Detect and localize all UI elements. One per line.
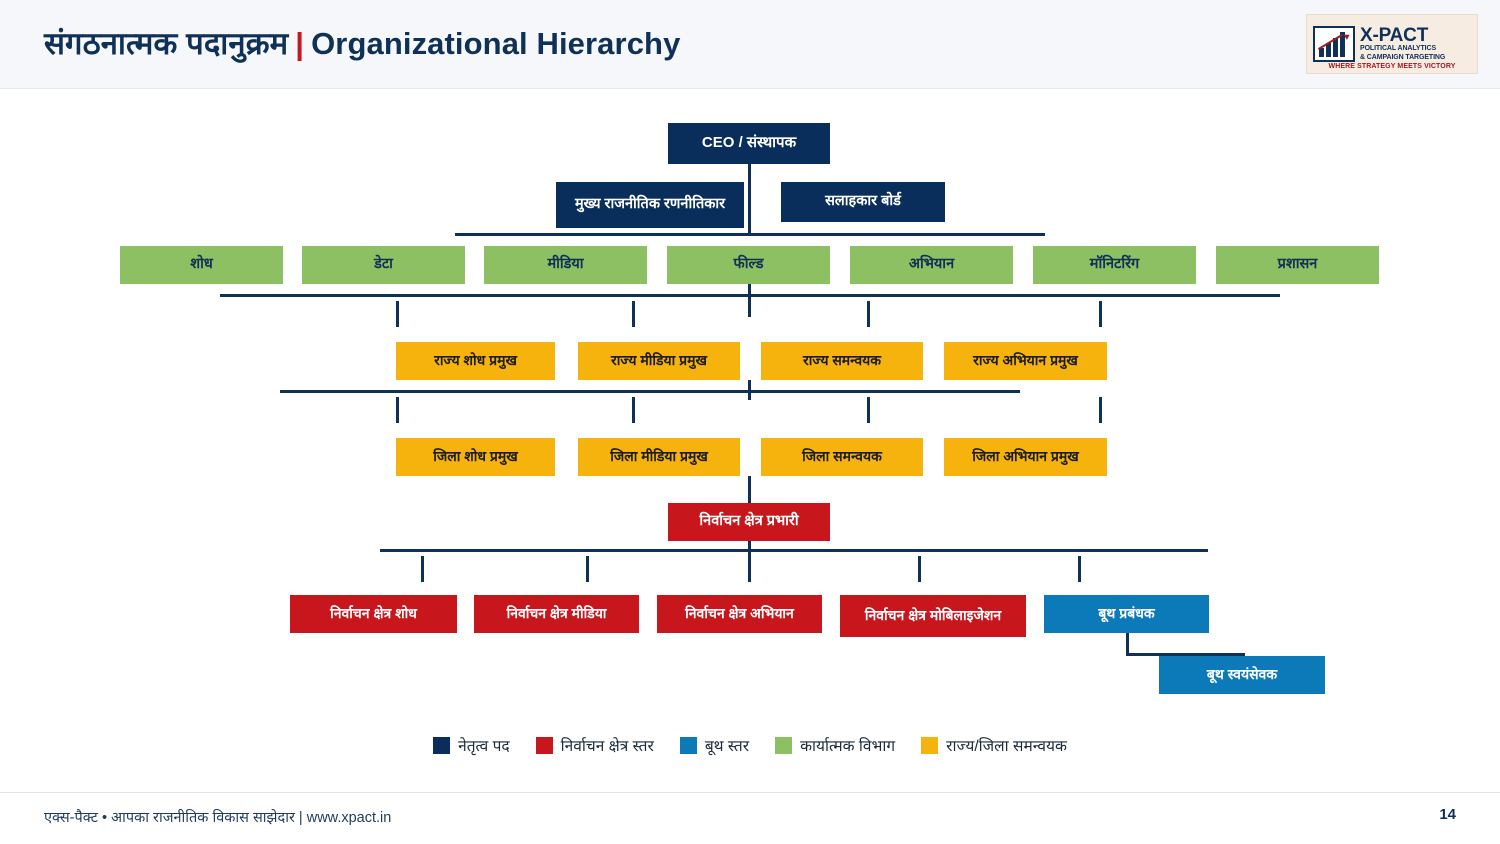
connector-field-down xyxy=(748,284,751,317)
connector-state-drop-2 xyxy=(632,301,635,327)
node-state-coordinator[interactable]: राज्य समन्वयक xyxy=(761,342,923,380)
legend-swatch-functional xyxy=(775,736,793,754)
slide-header: संगठनात्मक पदानुक्रम|Organizational Hier… xyxy=(0,0,1500,89)
node-district-campaign-head[interactable]: जिला अभियान प्रमुख xyxy=(944,438,1107,476)
chart-growth-icon xyxy=(1313,26,1355,62)
node-state-campaign-head[interactable]: राज्य अभियान प्रमुख xyxy=(944,342,1107,380)
page-title-hindi: संगठनात्मक पदानुक्रम xyxy=(44,26,289,61)
node-district-coordinator[interactable]: जिला समन्वयक xyxy=(761,438,923,476)
connector-district-drop-1 xyxy=(396,397,399,423)
node-advisory-board[interactable]: सलाहकार बोर्ड xyxy=(781,182,945,222)
page-number: 14 xyxy=(1439,806,1456,823)
legend-swatch-leadership xyxy=(433,736,451,754)
connector-district-to-constituency xyxy=(748,476,751,503)
title-separator: | xyxy=(295,26,305,61)
node-constituency-campaign[interactable]: निर्वाचन क्षेत्र अभियान xyxy=(657,595,822,633)
legend-label-leadership: नेतृत्व पद xyxy=(458,738,510,755)
page-title-english: Organizational Hierarchy xyxy=(311,26,681,61)
connector-state-drop-4 xyxy=(1099,301,1102,327)
node-state-research-head[interactable]: राज्य शोध प्रमुख xyxy=(396,342,555,380)
connector-constituency-drop-2 xyxy=(586,556,589,582)
connector-ceo-stem xyxy=(748,164,751,235)
node-constituency-incharge[interactable]: निर्वाचन क्षेत्र प्रभारी xyxy=(668,503,830,541)
org-chart: CEO / संस्थापक मुख्य राजनीतिक रणनीतिकार … xyxy=(0,89,1500,789)
connector-constituency-drop-5 xyxy=(1078,556,1081,582)
node-department-data[interactable]: डेटा xyxy=(302,246,465,284)
legend-swatch-booth xyxy=(679,736,697,754)
footer-tagline: एक्स-पैक्ट • आपका राजनीतिक विकास साझेदार… xyxy=(44,810,392,826)
node-district-research-head[interactable]: जिला शोध प्रमुख xyxy=(396,438,555,476)
connector-district-drop-4 xyxy=(1099,397,1102,423)
node-state-media-head[interactable]: राज्य मीडिया प्रमुख xyxy=(578,342,740,380)
connector-district-drop-2 xyxy=(632,397,635,423)
legend-item-leadership: नेतृत्व पद xyxy=(433,734,510,756)
node-department-administration[interactable]: प्रशासन xyxy=(1216,246,1379,284)
connector-departments-bus xyxy=(455,233,1045,236)
node-booth-manager[interactable]: बूथ प्रबंधक xyxy=(1044,595,1209,633)
node-constituency-research[interactable]: निर्वाचन क्षेत्र शोध xyxy=(290,595,457,633)
node-department-campaign[interactable]: अभियान xyxy=(850,246,1013,284)
connector-booth-elbow xyxy=(1126,653,1244,656)
connector-constituency-bus xyxy=(380,549,1208,552)
connector-booth-stem xyxy=(1126,633,1129,655)
node-district-media-head[interactable]: जिला मीडिया प्रमुख xyxy=(578,438,740,476)
slide-footer: एक्स-पैक्ट • आपका राजनीतिक विकास साझेदार… xyxy=(0,792,1500,844)
logo-name: X-PACT xyxy=(1360,24,1429,46)
logo-tagline: WHERE STRATEGY MEETS VICTORY xyxy=(1328,63,1456,70)
node-department-research[interactable]: शोध xyxy=(120,246,283,284)
legend-item-booth: बूथ स्तर xyxy=(679,734,750,756)
node-department-media[interactable]: मीडिया xyxy=(484,246,647,284)
legend-label-state-district: राज्य/जिला समन्वयक xyxy=(946,738,1067,755)
logo-subtitle-2: & CAMPAIGN TARGETING xyxy=(1360,53,1446,61)
connector-state-center-down xyxy=(748,380,751,400)
node-constituency-mobilization[interactable]: निर्वाचन क्षेत्र मोबिलाइजेशन xyxy=(840,595,1026,637)
node-department-monitoring[interactable]: मॉनिटरिंग xyxy=(1033,246,1196,284)
connector-state-drop-3 xyxy=(867,301,870,327)
page-title: संगठनात्मक पदानुक्रम|Organizational Hier… xyxy=(44,22,680,64)
legend-swatch-constituency xyxy=(535,736,553,754)
connector-constituency-drop-3 xyxy=(748,556,751,582)
node-chief-strategist[interactable]: मुख्य राजनीतिक रणनीतिकार xyxy=(556,182,744,228)
connector-constituency-drop-4 xyxy=(918,556,921,582)
node-department-field[interactable]: फील्ड xyxy=(667,246,830,284)
node-booth-volunteer[interactable]: बूथ स्वयंसेवक xyxy=(1159,656,1325,694)
legend-item-constituency: निर्वाचन क्षेत्र स्तर xyxy=(535,734,654,756)
node-ceo[interactable]: CEO / संस्थापक xyxy=(668,123,830,164)
legend-item-state-district: राज्य/जिला समन्वयक xyxy=(921,734,1067,756)
connector-constituency-drop-1 xyxy=(421,556,424,582)
connector-state-drop-1 xyxy=(396,301,399,327)
chart-legend: नेतृत्व पद निर्वाचन क्षेत्र स्तर बूथ स्त… xyxy=(0,730,1500,760)
legend-swatch-state-district xyxy=(921,736,939,754)
connector-district-bus xyxy=(280,390,1020,393)
logo-subtitle-1: POLITICAL ANALYTICS xyxy=(1360,44,1437,52)
brand-logo: X-PACT POLITICAL ANALYTICS & CAMPAIGN TA… xyxy=(1306,14,1478,74)
legend-label-constituency: निर्वाचन क्षेत्र स्तर xyxy=(560,738,654,755)
legend-item-functional: कार्यात्मक विभाग xyxy=(775,734,895,756)
legend-label-booth: बूथ स्तर xyxy=(704,738,750,755)
legend-label-functional: कार्यात्मक विभाग xyxy=(800,738,896,755)
connector-district-drop-3 xyxy=(867,397,870,423)
node-constituency-media[interactable]: निर्वाचन क्षेत्र मीडिया xyxy=(474,595,639,633)
